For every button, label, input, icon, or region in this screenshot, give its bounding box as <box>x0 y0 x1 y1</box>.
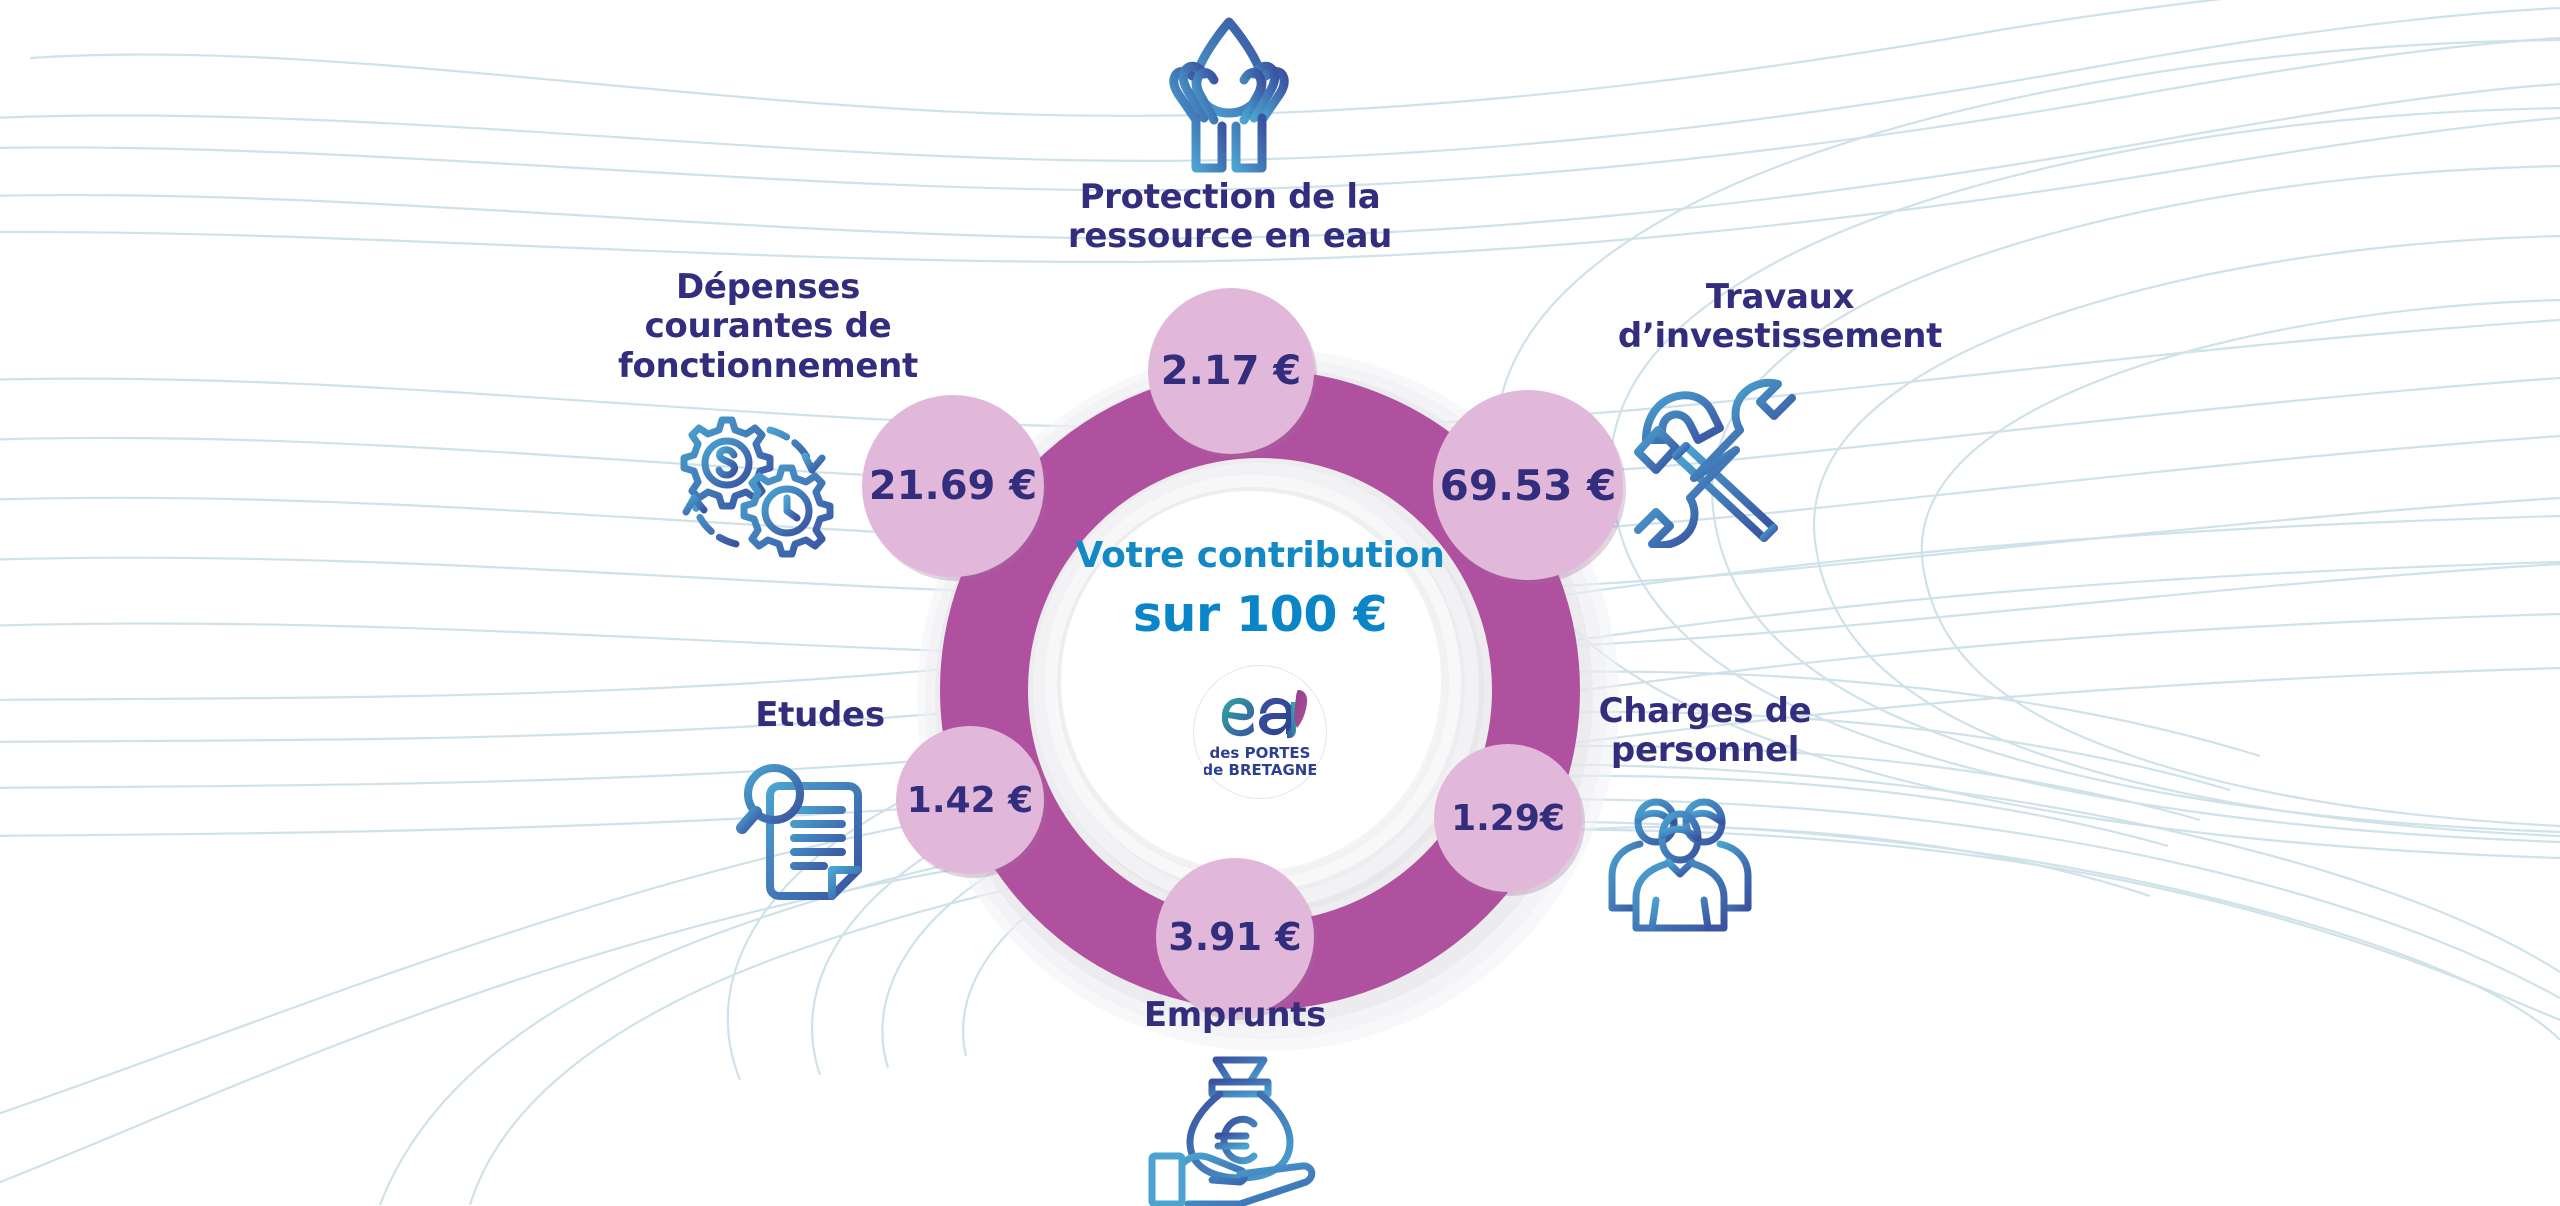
label-charges-line2: personnel <box>1610 730 1800 771</box>
label-charges-line1: Charges de <box>1598 691 1812 731</box>
label-travaux-line1: Travaux <box>1705 277 1855 317</box>
label-travaux-line2: d’investissement <box>1617 316 1943 357</box>
label-protection-line2: ressource en eau <box>1067 216 1393 257</box>
label-depenses-line3: fonctionnement <box>618 345 918 386</box>
label-charges: Charges de personnel <box>1540 691 1870 771</box>
value-bubble-charges-text: 1.29€ <box>1451 797 1565 839</box>
label-protection-line1: Protection de la <box>1079 177 1381 217</box>
value-bubble-charges[interactable]: 1.29€ <box>1434 744 1582 892</box>
value-bubble-depenses[interactable]: 21.69 € <box>862 395 1044 577</box>
label-etudes: Etudes <box>680 695 960 735</box>
magnifier-document-icon <box>736 764 862 900</box>
label-protection: Protection de la ressource en eau <box>1030 177 1430 257</box>
label-travaux: Travaux d’investissement <box>1570 277 1990 357</box>
label-emprunts-line1: Emprunts <box>1143 995 1327 1035</box>
hammer-wrench-icon <box>1634 378 1796 548</box>
gears-money-clock-icon <box>680 416 834 558</box>
value-bubble-travaux[interactable]: 69.53 € <box>1433 390 1623 580</box>
value-bubble-etudes[interactable]: 1.42 € <box>896 726 1044 874</box>
hand-money-bag-euro-icon <box>1148 1056 1316 1206</box>
label-etudes-line1: Etudes <box>755 695 885 735</box>
label-emprunts: Emprunts <box>1055 995 1415 1035</box>
value-bubble-protection[interactable]: 2.17 € <box>1148 288 1314 454</box>
label-depenses-line1: Dépenses <box>675 267 861 307</box>
hands-water-drop-icon <box>1169 17 1289 173</box>
value-bubble-emprunts-text: 3.91 € <box>1168 915 1302 959</box>
donut-chart <box>880 310 1640 1070</box>
value-bubble-emprunts[interactable]: 3.91 € <box>1156 858 1314 1016</box>
people-group-icon <box>1608 798 1752 932</box>
value-bubble-depenses-text: 21.69 € <box>868 463 1038 509</box>
value-bubble-etudes-text: 1.42 € <box>906 779 1034 821</box>
label-depenses: Dépenses courantes de fonctionnement <box>558 267 978 386</box>
value-bubble-travaux-text: 69.53 € <box>1439 460 1617 510</box>
label-depenses-line2: courantes de <box>644 306 892 347</box>
value-bubble-protection-text: 2.17 € <box>1160 348 1302 394</box>
